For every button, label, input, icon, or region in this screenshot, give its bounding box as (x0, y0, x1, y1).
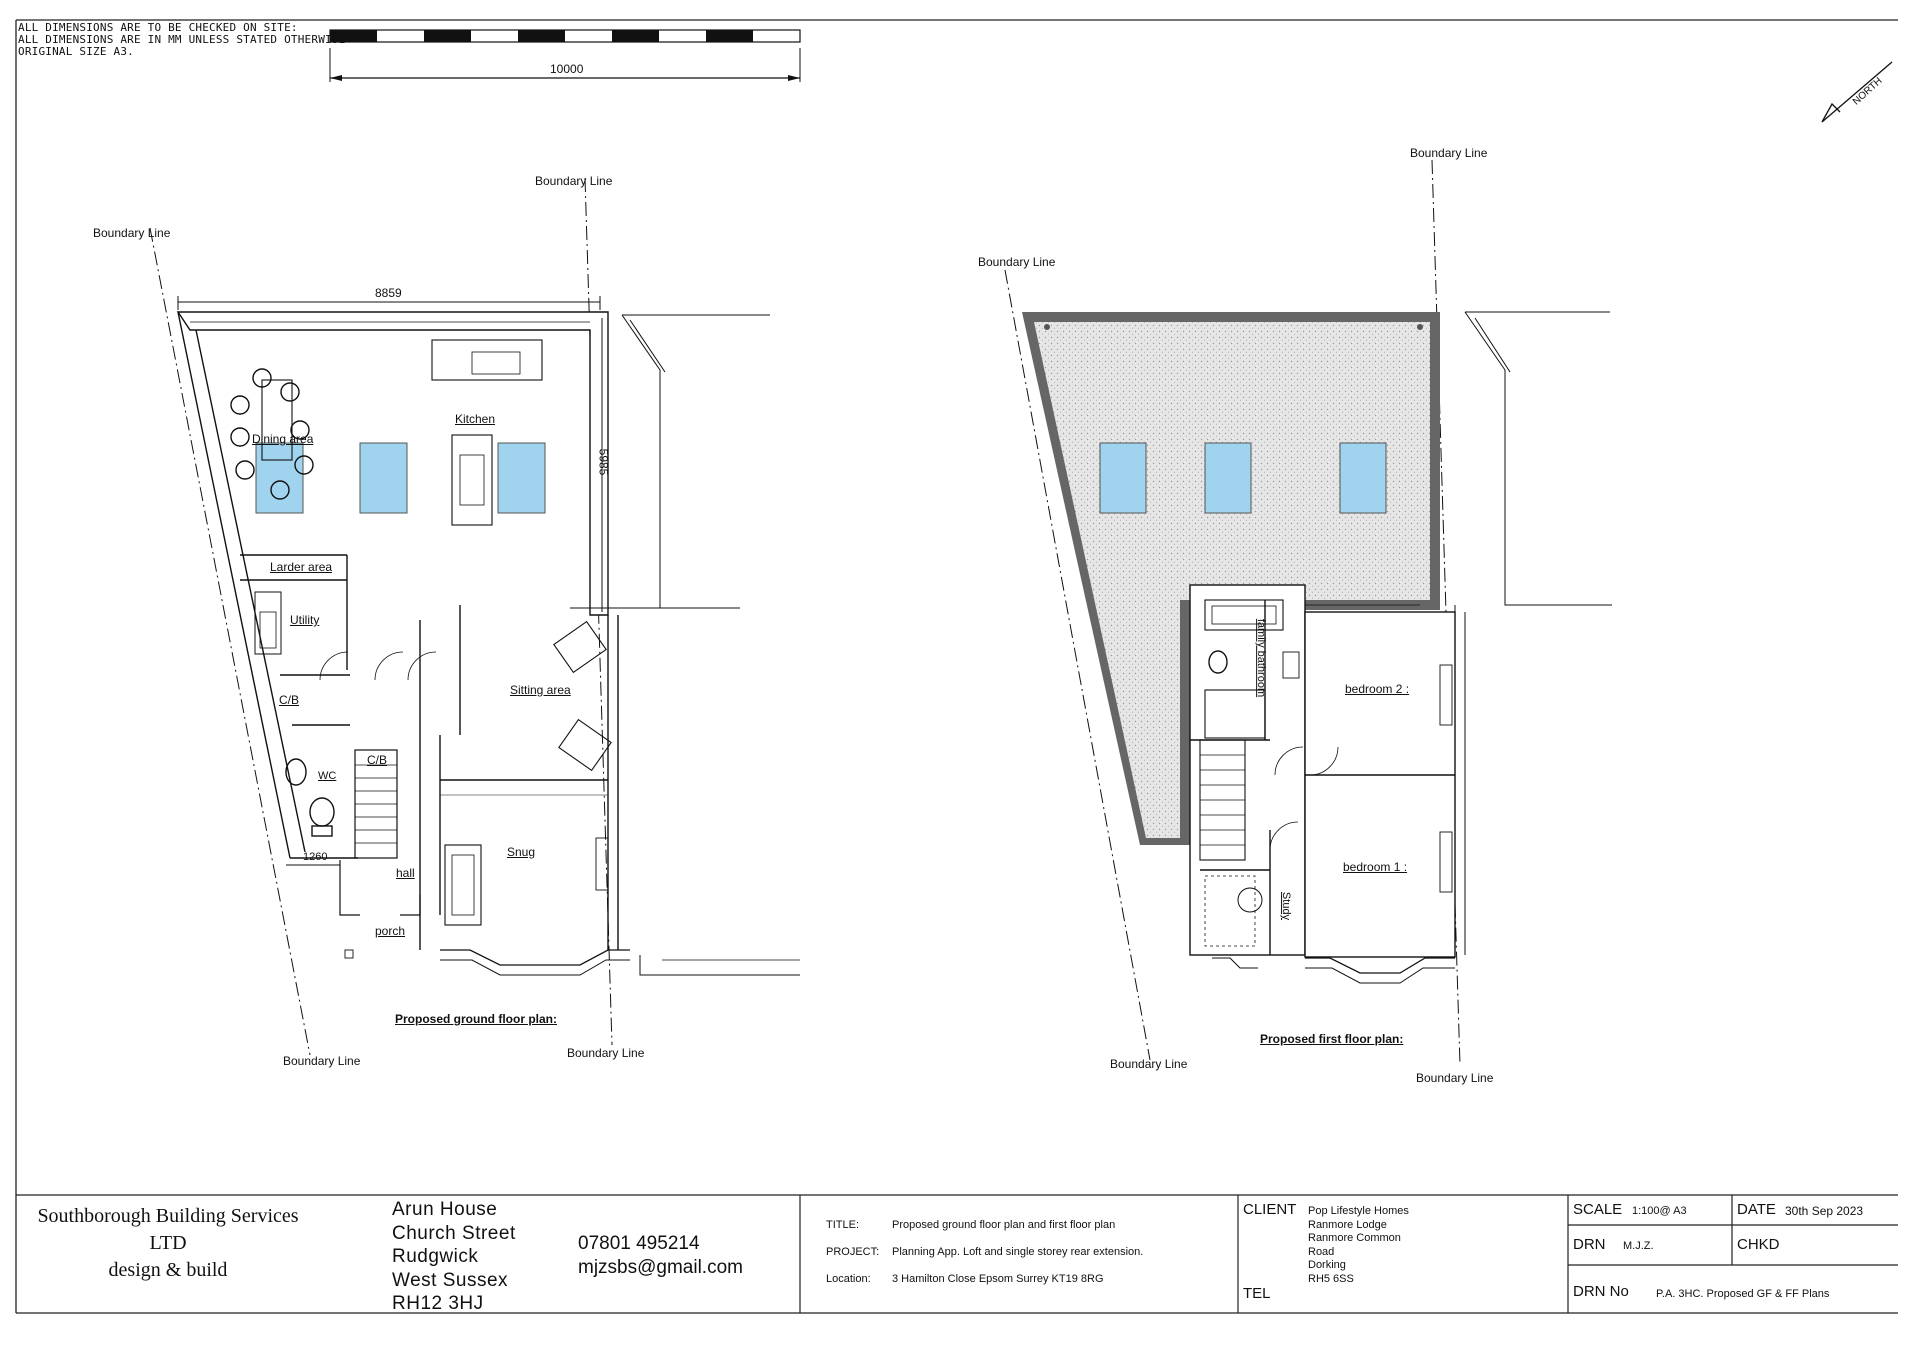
address-line: RH12 3HJ (392, 1293, 484, 1314)
title-label: TITLE: (826, 1219, 860, 1231)
company-tagline: design & build (108, 1259, 228, 1281)
client-line: Dorking (1308, 1259, 1346, 1271)
room-label-utility: Utility (290, 613, 320, 627)
room-label-study: Study (1280, 891, 1293, 921)
project-value: Planning App. Loft and single storey rea… (892, 1246, 1144, 1258)
ground-floor-caption: Proposed ground floor plan: (395, 1012, 557, 1026)
room-label-kitchen: Kitchen (455, 412, 496, 426)
email-address[interactable]: mjzsbs@gmail.com (578, 1257, 743, 1278)
project-info-values: Proposed ground floor plan and first flo… (892, 1212, 1143, 1293)
room-label-snug: Snug (507, 845, 536, 859)
client-line: Ranmore Lodge (1308, 1218, 1387, 1231)
boundary-label: Boundary Line (567, 1046, 645, 1060)
client-line: Road (1308, 1245, 1335, 1258)
boundary-label: Boundary Line (93, 226, 171, 240)
address-line: West Sussex (392, 1269, 509, 1291)
boundary-label: Boundary Line (1416, 1071, 1494, 1085)
room-label-cb: C/B (279, 693, 300, 707)
address-line: Rudgwick (392, 1246, 479, 1267)
client-line: Pop Lifestyle Homes (1308, 1205, 1409, 1217)
room-label-dining: Dining area (252, 432, 314, 446)
company-block: Southborough Building Services LTD desig… (18, 1203, 318, 1284)
drn-no-value: P.A. 3HC. Proposed GF & FF Plans (1656, 1288, 1830, 1300)
scale-label: SCALE (1573, 1201, 1623, 1218)
chkd-label: CHKD (1737, 1236, 1780, 1253)
drn-value: M.J.Z. (1623, 1240, 1654, 1252)
note-line: ORIGINAL SIZE A3. (18, 45, 134, 58)
room-label-cb: C/B (367, 753, 388, 767)
address-line: Church Street (392, 1222, 516, 1244)
date-value: 30th Sep 2023 (1785, 1204, 1864, 1218)
scale-value: 1:100@ A3 (1632, 1205, 1687, 1217)
boundary-label: Boundary Line (283, 1054, 361, 1068)
boundary-label: Boundary Line (535, 174, 613, 188)
client-line: Ranmore Common (1308, 1232, 1401, 1244)
scale-bar (329, 29, 801, 82)
first-floor-caption: Proposed first floor plan: (1260, 1032, 1404, 1046)
note-line: ALL DIMENSIONS ARE TO BE CHECKED ON SITE… (18, 21, 298, 34)
note-line: ALL DIMENSIONS ARE IN MM UNLESS STATED O… (18, 33, 346, 46)
boundary-label: Boundary Line (1410, 146, 1488, 160)
client-line: RH5 6SS (1308, 1272, 1354, 1285)
dimension-width: 8859 (375, 286, 402, 300)
first-floor-plan (1004, 159, 1612, 1066)
room-label-bedroom-2: bedroom 2 : (1345, 682, 1410, 696)
date-label: DATE (1737, 1201, 1776, 1218)
sheet-border (15, 19, 1898, 1313)
tel-label: TEL (1243, 1285, 1271, 1302)
room-label-sitting: Sitting area (510, 683, 571, 697)
room-label-bedroom-1: bedroom 1 : (1343, 860, 1408, 874)
client-details: Pop Lifestyle Homes Ranmore Lodge Ranmor… (1308, 1205, 1409, 1286)
ground-floor-plan (149, 177, 800, 1056)
dimension-depth: 5985 (596, 448, 611, 476)
phone-number: 07801 495214 (578, 1233, 700, 1254)
room-label-larder: Larder area (270, 560, 333, 574)
boundary-label: Boundary Line (978, 255, 1056, 269)
room-label-hall: hall (396, 866, 415, 880)
company-name: Southborough Building Services LTD (37, 1205, 299, 1254)
company-address: Arun House Church Street Rudgwick West S… (392, 1198, 516, 1316)
boundary-label: Boundary Line (1110, 1057, 1188, 1071)
room-label-bathroom: family bathroom (1255, 618, 1268, 698)
scale-bar-label: 10000 (550, 62, 584, 76)
drn-label: DRN (1573, 1236, 1606, 1253)
drn-no-label: DRN No (1573, 1283, 1629, 1300)
dimension-small: 1260 (303, 851, 328, 863)
north-arrow-icon (1821, 61, 1893, 123)
room-label-porch: porch (375, 924, 406, 938)
project-label: PROJECT: (826, 1246, 880, 1258)
client-label: CLIENT (1243, 1201, 1297, 1218)
location-value: 3 Hamilton Close Epsom Surrey KT19 8RG (892, 1273, 1104, 1285)
room-label-wc: WC (318, 770, 337, 782)
title-block-frame (16, 1194, 1898, 1314)
location-label: Location: (826, 1273, 871, 1285)
contact-block: 07801 495214 mjzsbs@gmail.com (578, 1232, 743, 1280)
title-value: Proposed ground floor plan and first flo… (892, 1219, 1116, 1231)
general-notes: ALL DIMENSIONS ARE TO BE CHECKED ON SITE… (18, 22, 345, 58)
project-info-labels: TITLE: PROJECT: Location: (826, 1212, 879, 1293)
address-line: Arun House (392, 1199, 498, 1220)
